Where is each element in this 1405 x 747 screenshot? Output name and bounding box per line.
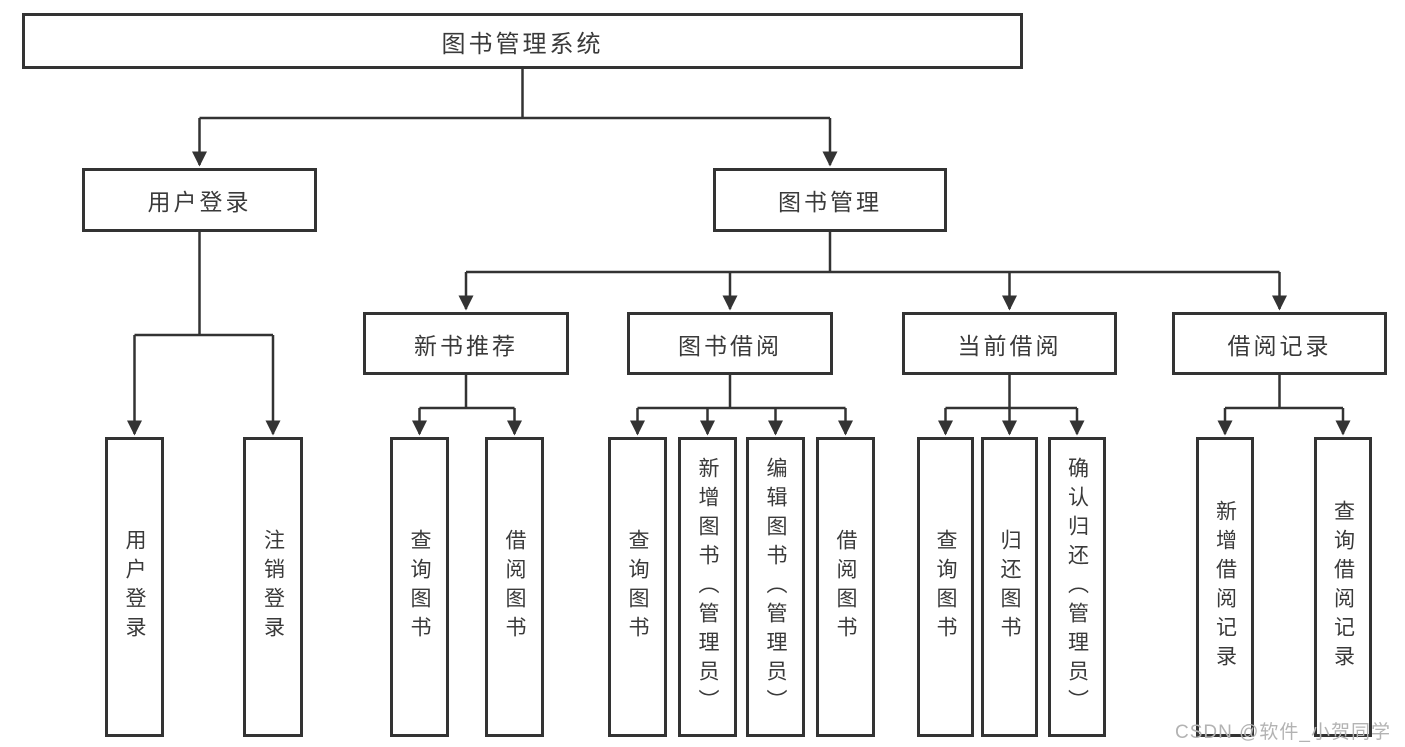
leaf-query-books-recommend: 查询图书 <box>390 437 449 737</box>
node-new-book-recommend: 新书推荐 <box>363 312 569 375</box>
leaf-confirm-return-admin: 确认归还（管理员） <box>1048 437 1106 737</box>
leaf-return-books: 归还图书 <box>981 437 1038 737</box>
leaf-query-books-current: 查询图书 <box>917 437 974 737</box>
leaf-query-books-borrowing: 查询图书 <box>608 437 667 737</box>
node-root: 图书管理系统 <box>22 13 1023 69</box>
leaf-add-borrow-record: 新增借阅记录 <box>1196 437 1254 737</box>
node-current-borrowing: 当前借阅 <box>902 312 1117 375</box>
node-book-borrowing: 图书借阅 <box>627 312 833 375</box>
leaf-logout: 注销登录 <box>243 437 303 737</box>
leaf-borrow-books-recommend: 借阅图书 <box>485 437 544 737</box>
leaf-borrow-books-borrowing: 借阅图书 <box>816 437 875 737</box>
leaf-user-login: 用户登录 <box>105 437 164 737</box>
watermark: CSDN @软件_小贺同学 <box>1175 722 1391 743</box>
node-book-management: 图书管理 <box>713 168 947 232</box>
leaf-query-borrow-record: 查询借阅记录 <box>1314 437 1372 737</box>
leaf-edit-books-admin: 编辑图书（管理员） <box>746 437 805 737</box>
node-user-login: 用户登录 <box>82 168 317 232</box>
leaf-add-books-admin: 新增图书（管理员） <box>678 437 737 737</box>
node-borrowing-records: 借阅记录 <box>1172 312 1387 375</box>
